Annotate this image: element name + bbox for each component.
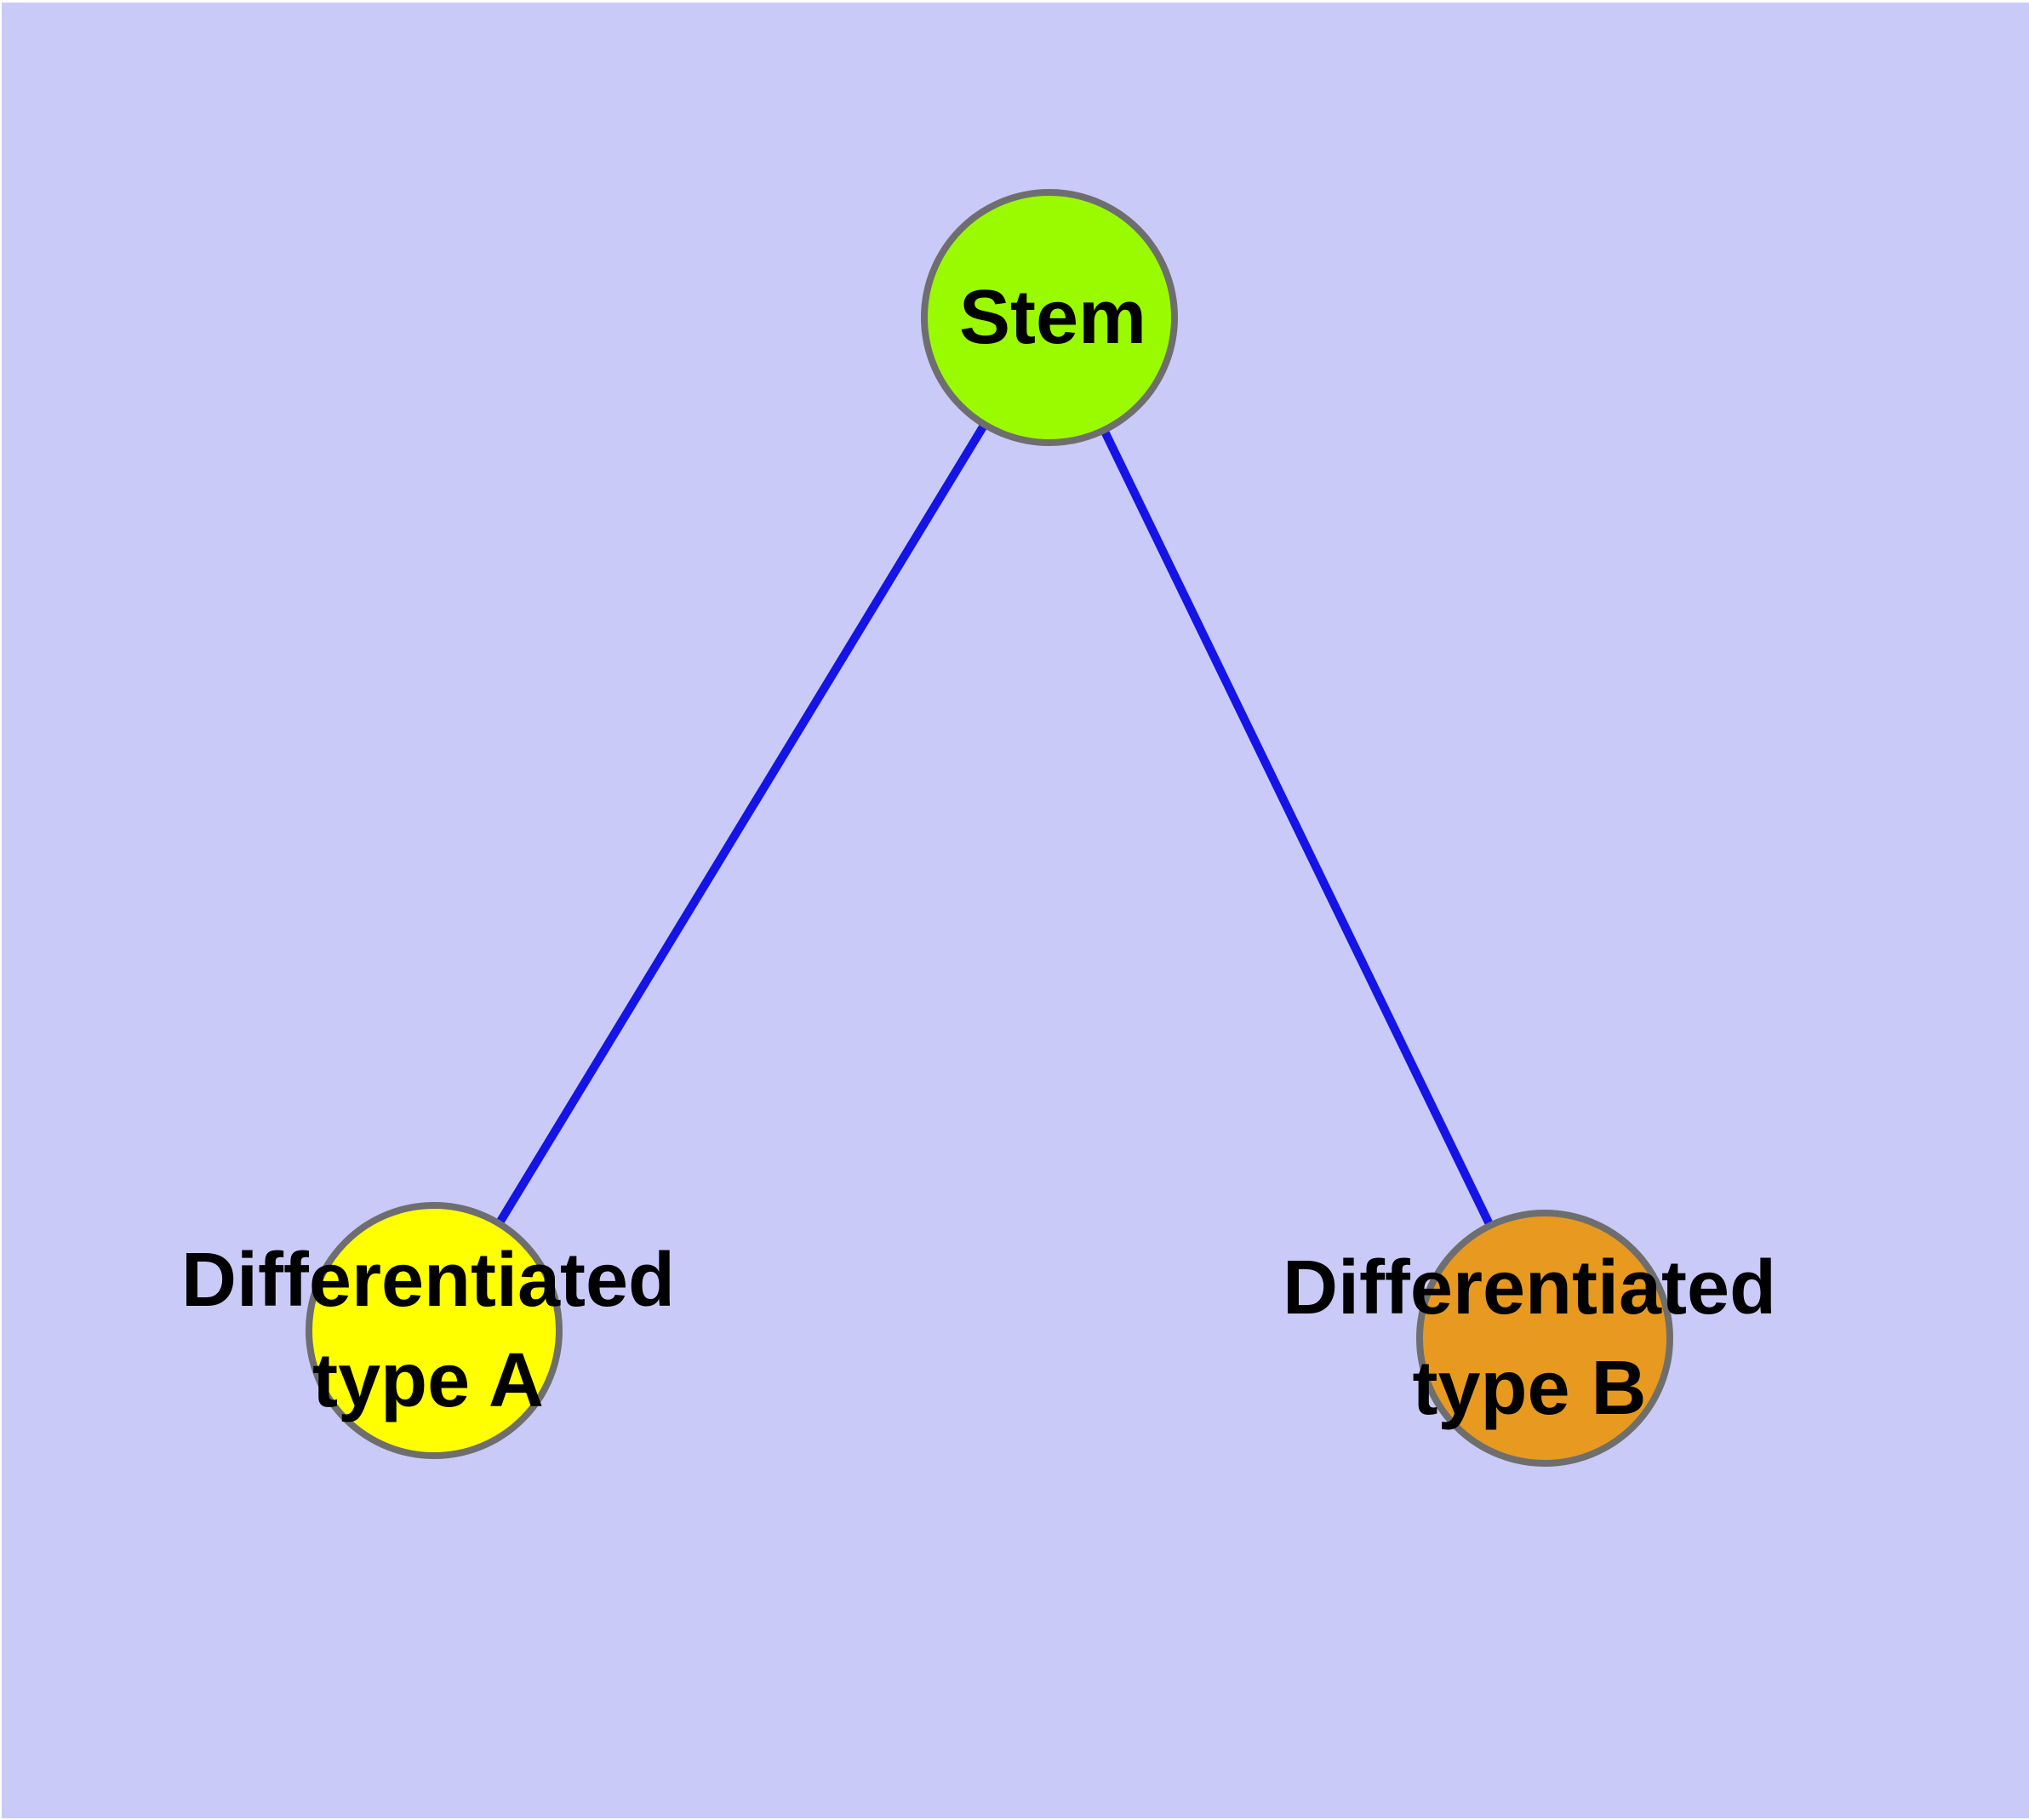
edge-stem-to-differentiated-type-b — [1045, 315, 1549, 1341]
edges-layer — [430, 315, 1549, 1341]
node-differentiated-type-a-circle — [306, 1202, 563, 1459]
node-stem-label: Stem — [959, 275, 1146, 360]
node-stem-circle — [921, 189, 1178, 446]
edge-stem-to-differentiated-type-a — [430, 315, 1054, 1333]
nodes-layer — [306, 189, 1673, 1467]
node-differentiated-type-b-circle — [1416, 1210, 1673, 1467]
